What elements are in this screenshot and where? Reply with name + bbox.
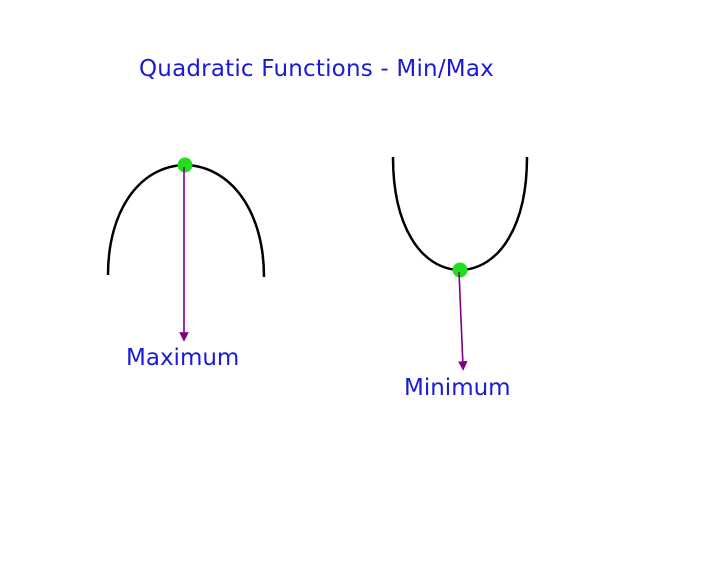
- parabola-min-curve: [391, 156, 529, 272]
- maximum-label: Maximum: [126, 345, 240, 371]
- minimum-label: Minimum: [404, 375, 511, 401]
- max-vertex-dot: [177, 157, 193, 173]
- parabola-max-curve: [106, 163, 266, 278]
- min-vertex-dot: [452, 262, 468, 278]
- min-arrow: [458, 271, 468, 371]
- slide-title: Quadratic Functions - Min/Max: [139, 56, 494, 82]
